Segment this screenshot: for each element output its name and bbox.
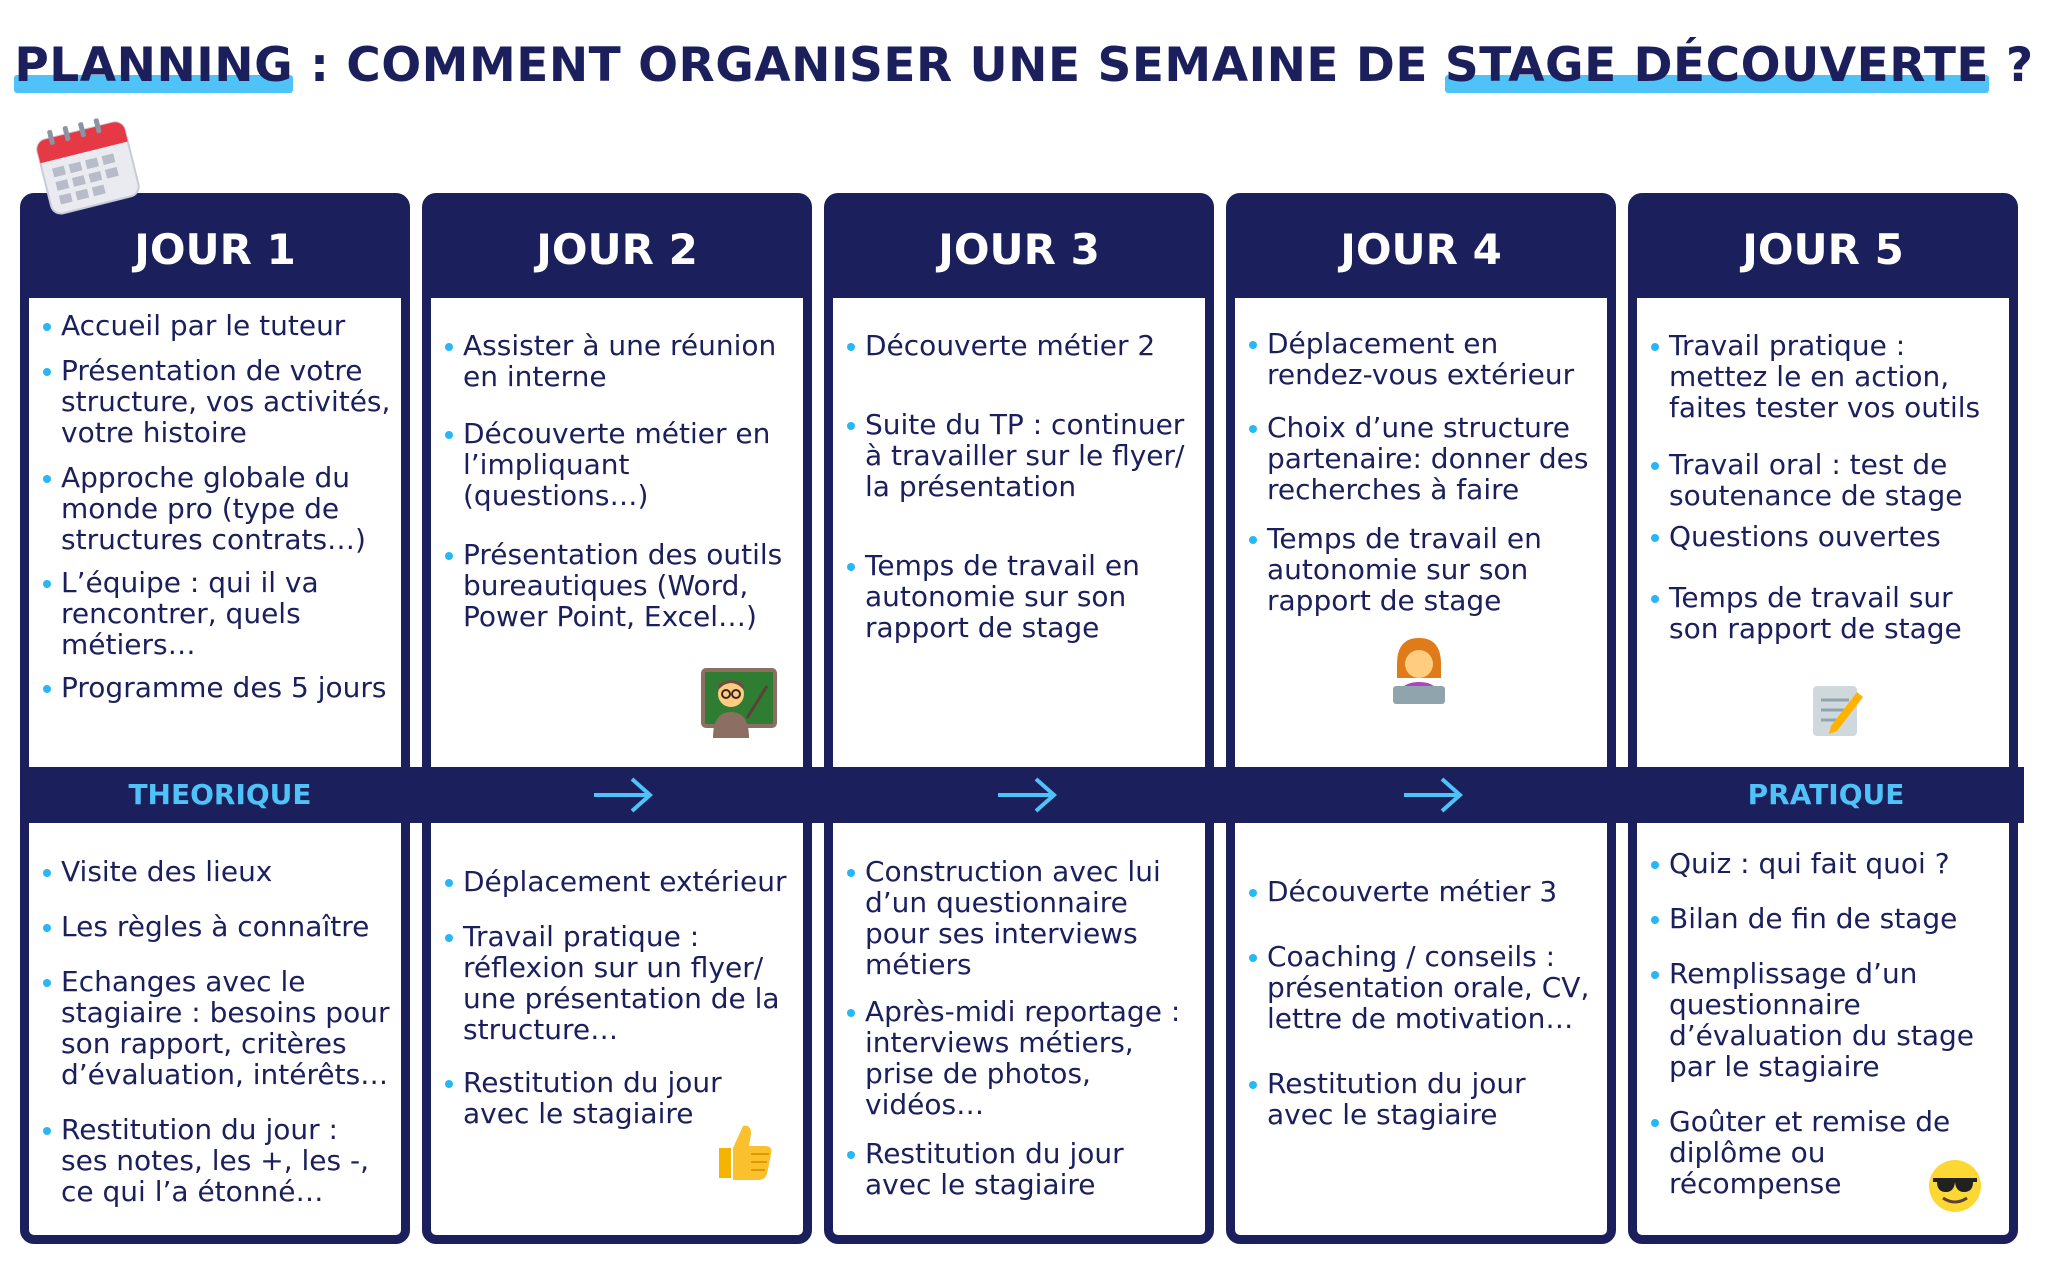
list-item: Découverte métier en l’impliquant (quest… xyxy=(441,418,795,511)
arrow-right-icon xyxy=(1404,777,1464,813)
arrow-right-icon xyxy=(998,777,1058,813)
list-item: Approche globale du monde pro (type de s… xyxy=(39,462,393,555)
list-item: Travail pratique : réflexion sur un flye… xyxy=(441,921,795,1045)
day-heading: JOUR 5 xyxy=(1637,202,2009,298)
list-item: Restitution du jour avec le stagiaire xyxy=(843,1138,1197,1200)
band-label-pratique: PRATIQUE xyxy=(1747,778,1905,811)
thumbs-up-icon xyxy=(719,1125,772,1180)
list-item: Construction avec lui d’un questionnaire… xyxy=(843,856,1197,980)
list-item: Restitution du jour avec le stagiaire xyxy=(1245,1068,1599,1130)
afternoon-list: Construction avec lui d’un questionnaire… xyxy=(843,856,1197,1200)
list-item: Suite du TP : continuer à travailler sur… xyxy=(843,409,1197,502)
list-item: L’équipe : qui il va rencontrer, quels m… xyxy=(39,567,393,660)
list-item: Restitution du jour avec le stagiaire xyxy=(441,1067,795,1129)
title-end: ? xyxy=(1989,38,2034,93)
title-highlight-planning: PLANNING xyxy=(14,38,294,93)
list-item: Accueil par le tuteur xyxy=(39,310,393,341)
list-item: Découverte métier 2 xyxy=(843,330,1197,361)
page-title: PLANNING : COMMENT ORGANISER UNE SEMAINE… xyxy=(0,38,2048,93)
list-item: Questions ouvertes xyxy=(1647,521,2001,552)
morning-list: Accueil par le tuteur Présentation de vo… xyxy=(39,310,393,703)
morning-list: Travail pratique : mettez le en action, … xyxy=(1647,330,2001,644)
list-item: Déplacement en rendez-vous extérieur xyxy=(1245,328,1599,390)
morning-list: Découverte métier 2 Suite du TP : contin… xyxy=(843,330,1197,643)
list-item: Temps de travail en autonomie sur son ra… xyxy=(843,550,1197,643)
list-item: Remplissage d’un questionnaire d’évaluat… xyxy=(1647,958,2001,1082)
afternoon-list: Quiz : qui fait quoi ? Bilan de fin de s… xyxy=(1647,848,2001,1199)
list-item: Présentation de votre structure, vos act… xyxy=(39,355,393,448)
day-heading: JOUR 4 xyxy=(1235,202,1607,298)
sunglasses-face-icon xyxy=(1929,1160,1981,1212)
day-column-2: JOUR 2 Assister à une réunion en interne… xyxy=(422,193,812,1244)
day-heading: JOUR 3 xyxy=(833,202,1205,298)
afternoon-list: Déplacement extérieur Travail pratique :… xyxy=(441,866,795,1129)
list-item: Visite des lieux xyxy=(39,856,393,887)
list-item: Travail oral : test de soutenance de sta… xyxy=(1647,449,2001,511)
list-item: Assister à une réunion en interne xyxy=(441,330,795,392)
afternoon-list: Découverte métier 3 Coaching / conseils … xyxy=(1245,876,1599,1130)
day-column-1: JOUR 1 Accueil par le tuteur Présentatio… xyxy=(20,193,410,1244)
day-column-3: JOUR 3 Découverte métier 2 Suite du TP :… xyxy=(824,193,1214,1244)
day-heading: JOUR 2 xyxy=(431,202,803,298)
list-item: Quiz : qui fait quoi ? xyxy=(1647,848,2001,879)
teacher-icon xyxy=(701,668,777,738)
list-item: Après-midi reportage : interviews métier… xyxy=(843,996,1197,1120)
list-item: Echanges avec le stagiaire : besoins pou… xyxy=(39,966,393,1090)
list-item: Découverte métier 3 xyxy=(1245,876,1599,907)
list-item: Programme des 5 jours xyxy=(39,672,393,703)
list-item: Les règles à connaître xyxy=(39,911,393,942)
list-item: Temps de travail sur son rapport de stag… xyxy=(1647,582,2001,644)
list-item: Déplacement extérieur xyxy=(441,866,795,897)
day-column-5: JOUR 5 Travail pratique : mettez le en a… xyxy=(1628,193,2018,1244)
title-middle: : COMMENT ORGANISER UNE SEMAINE DE xyxy=(293,38,1445,93)
list-item: Temps de travail en autonomie sur son ra… xyxy=(1245,523,1599,616)
list-item: Goûter et remise de diplôme ou récompens… xyxy=(1647,1106,2001,1199)
title-highlight-stage: STAGE DÉCOUVERTE xyxy=(1444,38,1990,93)
morning-list: Assister à une réunion en interne Découv… xyxy=(441,330,795,632)
arrow-right-icon xyxy=(594,777,654,813)
list-item: Travail pratique : mettez le en action, … xyxy=(1647,330,2001,423)
list-item: Bilan de fin de stage xyxy=(1647,903,2001,934)
list-item: Présentation des outils bureautiques (Wo… xyxy=(441,539,795,632)
afternoon-list: Visite des lieux Les règles à connaître … xyxy=(39,856,393,1207)
day-column-4: JOUR 4 Déplacement en rendez-vous extéri… xyxy=(1226,193,1616,1244)
progression-band: THEORIQUE PRATIQUE xyxy=(20,767,2024,823)
memo-pencil-icon xyxy=(1813,686,1863,736)
band-label-theorique: THEORIQUE xyxy=(128,778,312,811)
morning-list: Déplacement en rendez-vous extérieur Cho… xyxy=(1245,328,1599,616)
list-item: Coaching / conseils : présentation orale… xyxy=(1245,941,1599,1034)
list-item: Choix d’une structure partenaire: donner… xyxy=(1245,412,1599,505)
calendar-icon xyxy=(36,118,140,215)
day-heading: JOUR 1 xyxy=(29,202,401,298)
list-item: Restitution du jour : ses notes, les +, … xyxy=(39,1114,393,1207)
person-laptop-icon xyxy=(1393,638,1445,704)
